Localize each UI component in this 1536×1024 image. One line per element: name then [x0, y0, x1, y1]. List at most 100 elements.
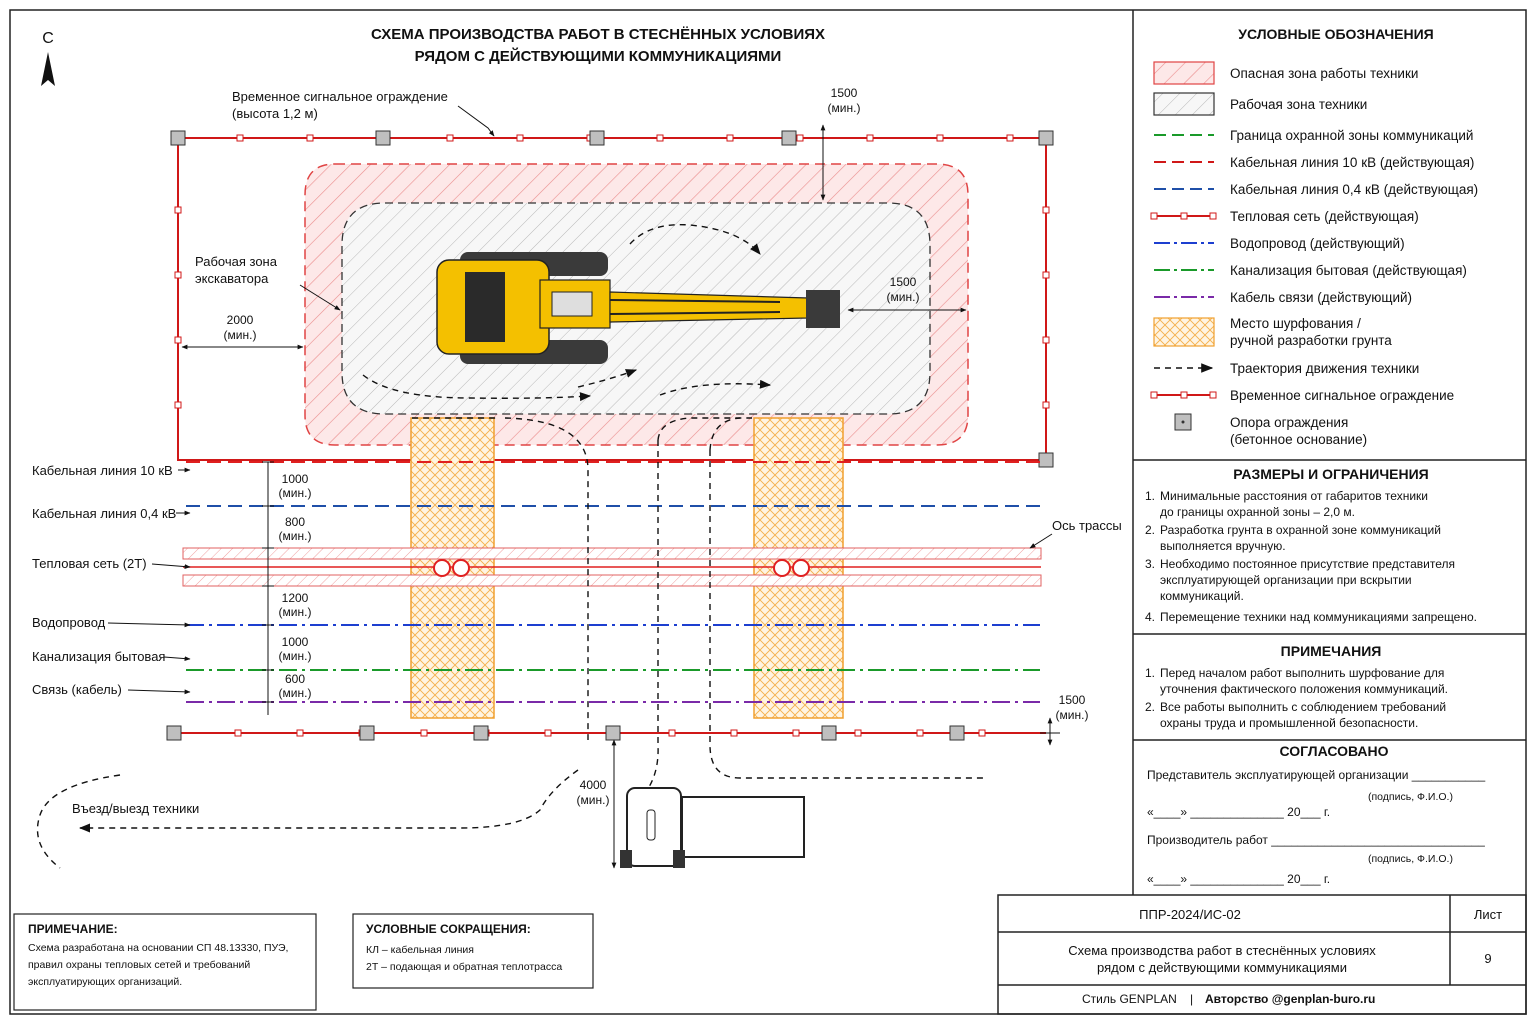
dim-min-b: (мин.) [279, 529, 312, 543]
fence-line-icon [1150, 391, 1217, 399]
dimension-left: 2000 (мин.) [181, 313, 304, 350]
svg-text:(подпись, Ф.И.О.): (подпись, Ф.И.О.) [1368, 791, 1453, 803]
fence-marker [516, 134, 524, 142]
svg-text:коммуникаций.: коммуникаций. [1160, 589, 1244, 603]
svg-text:4.: 4. [1145, 610, 1155, 624]
utility-label-comm: Связь (кабель) [32, 682, 122, 697]
fence-marker [1042, 336, 1050, 344]
legend-item-4: Кабельная линия 0,4 кВ (действующая) [1230, 182, 1478, 197]
utility-label-04kv: Кабельная линия 0,4 кВ [32, 506, 176, 521]
dim-min-d: (мин.) [279, 649, 312, 663]
svg-text:1500: 1500 [890, 275, 917, 289]
fence-marker [174, 336, 182, 344]
dim-1200: 1200 [282, 591, 309, 605]
fence-marker [236, 134, 244, 142]
stamp-author: Авторство @genplan-buro.ru [1205, 992, 1375, 1006]
approval-date-1: «____» ______________ 20___ г. [1147, 805, 1330, 819]
truck-icon [620, 787, 805, 868]
svg-text:1500: 1500 [831, 86, 858, 100]
dim-min-e: (мин.) [279, 686, 312, 700]
legend-item-10: Траектория движения техники [1230, 361, 1419, 376]
approval-producer: Производитель работ ____________________… [1147, 833, 1485, 847]
fence-marker [234, 729, 242, 737]
diagram-title-line-2: РЯДОМ С ДЕЙСТВУЮЩИМИ КОММУНИКАЦИЯМИ [415, 47, 782, 65]
svg-text:правил охраны тепловых сетей и: правил охраны тепловых сетей и требовани… [28, 959, 250, 971]
utility-labels: Кабельная линия 10 кВ Кабельная линия 0,… [32, 463, 191, 697]
stamp-style: Стиль GENPLAN [1082, 992, 1177, 1006]
fence-marker [544, 729, 552, 737]
svg-text:эксплуатирующей организации пр: эксплуатирующей организации при вскрытии [1160, 573, 1412, 587]
legend-item-1: Рабочая зона техники [1230, 97, 1367, 112]
fence-marker [916, 729, 924, 737]
stamp-code: ППР-2024/ИС-02 [1139, 907, 1241, 922]
svg-text:2Т – подающая и обратная тепло: 2Т – подающая и обратная теплотрасса [366, 961, 562, 973]
approval-block: Представитель эксплуатирующей организаци… [1147, 768, 1486, 886]
fence-marker [726, 134, 734, 142]
svg-text:охраны труда и промышленной бе: охраны труда и промышленной безопасности… [1160, 716, 1418, 730]
svg-text:1.: 1. [1145, 489, 1155, 503]
svg-text:3.: 3. [1145, 557, 1155, 571]
limits-list: 1. Минимальные расстояния от габаритов т… [1145, 489, 1477, 624]
fence-marker [174, 401, 182, 409]
dimension-top: 1500 (мин.) [820, 86, 861, 201]
utility-lines [182, 461, 1046, 703]
danger-zone-hatch-icon [1153, 61, 1215, 85]
approval-rep: Представитель эксплуатирующей организаци… [1147, 768, 1486, 782]
svg-text:Разработка грунта в охранной з: Разработка грунта в охранной зоне коммун… [1160, 523, 1441, 537]
fence-marker [1042, 271, 1050, 279]
svg-text:Необходимо постоянное присутст: Необходимо постоянное присутствие предст… [1160, 557, 1455, 571]
work-zone-hatch-icon [1153, 92, 1215, 116]
svg-text:2.: 2. [1145, 700, 1155, 714]
pit-hatch-icon [1153, 317, 1215, 347]
bottom-note-box [13, 913, 317, 1011]
svg-text:(мин.): (мин.) [828, 101, 861, 115]
fence-marker [446, 134, 454, 142]
svg-text:4000: 4000 [580, 778, 607, 792]
legend-item-8: Кабель связи (действующий) [1230, 290, 1412, 305]
svg-text:(мин.): (мин.) [887, 290, 920, 304]
svg-text:Минимальные расстояния от габа: Минимальные расстояния от габаритов техн… [1160, 489, 1428, 503]
stamp-sheet-number: 9 [1484, 951, 1491, 966]
fence-marker [668, 729, 676, 737]
svg-text:2.: 2. [1145, 523, 1155, 537]
svg-text:Перемещение техники над коммун: Перемещение техники над коммуникациями з… [1160, 610, 1477, 624]
legend-item-2: Граница охранной зоны коммуникаций [1230, 128, 1473, 143]
dim-min-c: (мин.) [279, 605, 312, 619]
abbreviations-title: УСЛОВНЫЕ СОКРАЩЕНИЯ: [366, 922, 531, 936]
svg-text:1500: 1500 [1059, 693, 1086, 707]
svg-text:до границы охранной зоны – 2,0: до границы охранной зоны – 2,0 м. [1160, 505, 1355, 519]
fence-post-square-icon [1174, 413, 1192, 431]
abbreviations-box [352, 913, 594, 989]
fence-marker [174, 271, 182, 279]
svg-text:(подпись, Ф.И.О.): (подпись, Ф.И.О.) [1368, 853, 1453, 865]
fence-marker [1006, 134, 1014, 142]
utility-label-sewer: Канализация бытовая [32, 649, 165, 664]
dimension-bottom-right: 1500 (мин.) [1040, 693, 1088, 746]
utility-spacing-values: 1000 (мин.) 800 (мин.) 1200 (мин.) 1000 … [279, 472, 312, 700]
title-stamp [997, 894, 1527, 1015]
svg-text:Перед началом работ выполнить: Перед началом работ выполнить шурфование… [1160, 666, 1444, 680]
dimension-truck: 4000 (мин.) [577, 739, 617, 869]
stamp-separator: | [1190, 992, 1193, 1006]
heat-line-with-squares-icon [1150, 212, 1217, 220]
svg-text:Схема разработана на основании: Схема разработана на основании СП 48.133… [28, 942, 288, 954]
sheet-frame [9, 9, 1527, 1015]
notes-title: ПРИМЕЧАНИЯ [1281, 643, 1382, 659]
dim-1000-a: 1000 [282, 472, 309, 486]
work-zone-label-line-1: Рабочая зона [195, 254, 278, 269]
fence-marker [796, 134, 804, 142]
heat-network-line [182, 547, 1042, 587]
legend-item-6: Водопровод (действующий) [1230, 236, 1405, 251]
fence-label-line-1: Временное сигнальное ограждение [232, 89, 448, 104]
limits-title: РАЗМЕРЫ И ОГРАНИЧЕНИЯ [1233, 466, 1429, 482]
work-zone-label-line-2: экскаватора [195, 271, 269, 286]
dim-1000-b: 1000 [282, 635, 309, 649]
fence-marker [296, 729, 304, 737]
fence-marker [792, 729, 800, 737]
fence-marker [866, 134, 874, 142]
legend-item-11: Временное сигнальное ограждение [1230, 388, 1454, 403]
svg-text:уточнения фактического положен: уточнения фактического положения коммуни… [1160, 682, 1448, 696]
svg-text:1.: 1. [1145, 666, 1155, 680]
fence-marker [936, 134, 944, 142]
svg-text:эксплуатирующих организаций.: эксплуатирующих организаций. [28, 976, 182, 988]
